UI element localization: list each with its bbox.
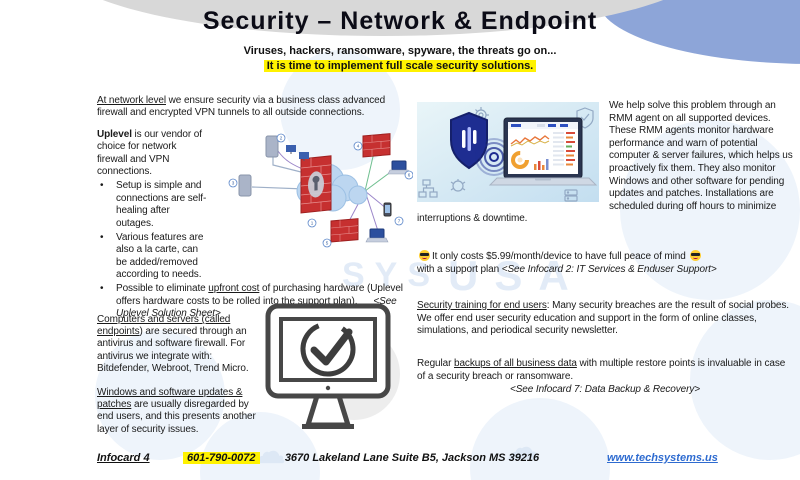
- endpoint-section: Computers and servers (called endpoints)…: [97, 314, 257, 436]
- main-firewall-icon: [300, 155, 332, 214]
- price-paragraph: It only costs $5.99/month/device to have…: [417, 249, 793, 276]
- background-circle: [620, 120, 800, 300]
- street-address: 3670 Lakeland Lane Suite B5, Jackson MS …: [284, 452, 540, 464]
- rmm-illustration: [417, 102, 599, 202]
- price-text: It only costs $5.99/month/device to have…: [432, 250, 686, 262]
- intro-rest: we ensure security via a business class …: [97, 95, 386, 119]
- paragraph-rest: with multiple restore points is invaluab…: [417, 357, 786, 382]
- uplevel-sheet-reference: <See Uplevel Solution Sheet>: [116, 295, 397, 320]
- rmm-section: We help solve this problem through an RM…: [417, 100, 793, 397]
- underlined-lead: Security training for end users: [417, 300, 547, 312]
- background-circle: [470, 398, 610, 480]
- svg-text:5: 5: [326, 240, 329, 245]
- website-link[interactable]: www.techsystems.us: [607, 452, 718, 464]
- sunglasses-emoji: [419, 249, 430, 261]
- background-circle: [95, 330, 225, 460]
- paragraph-rest: : Many security breaches are the result …: [417, 300, 789, 337]
- underlined-lead: At network level: [97, 95, 166, 106]
- bullet-text: Possible to eliminate upfront cost of pu…: [116, 283, 403, 320]
- network-flow-block: 1 2 3 4 5 6 7 Uplevel is our vendor of c…: [97, 129, 414, 321]
- laptop-dashboard-icon: [488, 117, 598, 186]
- infocard2-reference: <See Infocard 2: IT Services & Enduser S…: [501, 263, 717, 275]
- phone-icon: [383, 202, 392, 217]
- underlined-lead: Windows and software updates & patches: [97, 386, 243, 411]
- workstation-icon: [286, 144, 309, 161]
- highlighted-text: It is time to implement full scale secur…: [263, 60, 537, 72]
- network-section: At network level we ensure security via …: [97, 95, 414, 321]
- bullet-setup: Setup is simple and connections are self…: [97, 180, 209, 230]
- paragraph-rest: are usually disregarded by end users, an…: [97, 399, 256, 435]
- paragraph-pre: Regular: [417, 357, 454, 369]
- sitemap-icon: [418, 179, 438, 198]
- laptop-icon: [365, 228, 389, 243]
- bullet-text: Various features are also a la carte, ca…: [116, 231, 204, 281]
- training-paragraph: Security training for end users: Many se…: [417, 300, 793, 338]
- bullet-features: Various features are also a la carte, ca…: [97, 232, 209, 282]
- antivirus-paragraph: Computers and servers (called endpoints)…: [97, 314, 257, 375]
- remote-firewall-icon: [362, 132, 391, 158]
- phone-number: 601-790-0072: [183, 452, 260, 464]
- shield-icon: [450, 111, 488, 170]
- vendor-rest: is our vendor of choice for network fire…: [97, 128, 202, 177]
- svg-text:2: 2: [280, 135, 283, 140]
- watermark-text: USA: [448, 252, 585, 299]
- svg-text:7: 7: [398, 218, 401, 223]
- svg-text:4: 4: [357, 143, 360, 148]
- vendor-paragraph: Uplevel is our vendor of choice for netw…: [97, 129, 413, 179]
- svg-text:6: 6: [408, 172, 411, 177]
- price-text2: with a support plan: [417, 263, 502, 275]
- call-to-action-line: It is time to implement full scale secur…: [0, 60, 800, 72]
- underlined-lead: backups of all business data: [454, 357, 577, 369]
- vendor-name: Uplevel: [97, 128, 132, 140]
- rmm-body-paragraph: We help solve this problem through an RM…: [417, 100, 793, 225]
- monitor-check-icon: [265, 303, 391, 429]
- cloud-watermark-icon: ☁: [505, 429, 539, 467]
- bullet-text: Setup is simple and connections are self…: [116, 180, 207, 229]
- network-intro-paragraph: At network level we ensure security via …: [97, 95, 413, 120]
- paragraph-rest: ) are secured through an antivirus and s…: [97, 326, 249, 374]
- threats-line: Viruses, hackers, ransomware, spyware, t…: [243, 45, 557, 57]
- bug-icon: [450, 179, 466, 192]
- monitor-check-illustration: [252, 302, 404, 442]
- remote-firewall-icon: [330, 217, 359, 243]
- backup-paragraph: Regular backups of all business data wit…: [417, 358, 793, 383]
- server-stack-icon: [564, 189, 578, 202]
- page-title: Security – Network & Endpoint: [202, 7, 598, 35]
- underlined-lead: Computers and servers (called endpoints: [97, 314, 231, 338]
- sunglasses-emoji: [690, 249, 702, 261]
- updates-paragraph: Windows and software updates & patches a…: [97, 387, 257, 436]
- server-tower-icon: [238, 135, 279, 197]
- network-diagram: 1 2 3 4 5 6 7: [215, 131, 414, 253]
- diagram-number-markers: 1 2 3 4 5 6 7: [228, 133, 414, 248]
- svg-text:1: 1: [311, 220, 314, 225]
- infocard-number: Infocard 4: [97, 452, 150, 464]
- infocard7-reference: <See Infocard 7: Data Backup & Recovery>: [510, 384, 700, 396]
- svg-text:3: 3: [232, 180, 235, 185]
- bullet-upfront-cost: Possible to eliminate upfront cost of pu…: [97, 283, 413, 320]
